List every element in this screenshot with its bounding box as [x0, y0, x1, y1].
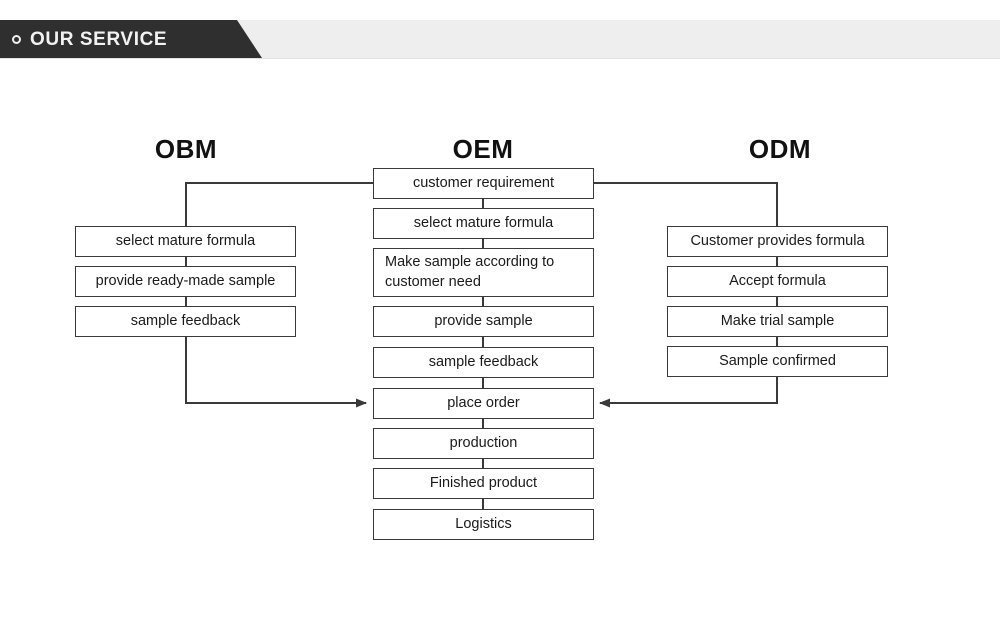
column-title-oem: OEM: [452, 134, 514, 164]
oem-box-make-sample-according-to-customer-need: Make sample according to customer need: [373, 248, 594, 297]
odm-box-customer-provides-formula: Customer provides formula: [667, 226, 888, 257]
obm-box-provide-ready-made-sample: provide ready-made sample: [75, 266, 296, 297]
odm-box-make-trial-sample: Make trial sample: [667, 306, 888, 337]
box-label: place order: [447, 394, 520, 411]
column-title-odm: ODM: [748, 134, 812, 164]
box-label: Finished product: [429, 474, 538, 491]
oem-box-finished-product: Finished product: [373, 468, 594, 499]
box-label: sample feedback: [428, 353, 539, 370]
box-label: Make trial sample: [720, 312, 835, 329]
oem-box-provide-sample: provide sample: [373, 306, 594, 337]
box-label: Make sample according to customer need: [385, 254, 555, 290]
box-label: provide sample: [434, 312, 533, 329]
box-label: production: [449, 434, 518, 451]
box-label: provide ready-made sample: [95, 272, 276, 289]
box-label: customer requirement: [412, 174, 555, 191]
page-title: OUR SERVICE: [30, 28, 168, 50]
oem-box-place-order: place order: [373, 388, 594, 419]
box-label: Customer provides formula: [690, 232, 865, 249]
box-label: Logistics: [455, 515, 512, 532]
circle-outline-icon: [12, 34, 21, 44]
oem-box-customer-requirement: customer requirement: [373, 168, 594, 199]
header-tab: OUR SERVICE: [0, 20, 262, 58]
oem-box-production: production: [373, 428, 594, 459]
odm-box-accept-formula: Accept formula: [667, 266, 888, 297]
header-divider: [0, 58, 1000, 59]
oem-box-sample-feedback: sample feedback: [373, 347, 594, 378]
column-title-obm: OBM: [154, 134, 218, 164]
box-label: select mature formula: [115, 232, 256, 249]
oem-box-logistics: Logistics: [373, 509, 594, 540]
box-label: Accept formula: [729, 272, 826, 289]
page-header: OUR SERVICE: [0, 20, 1000, 58]
box-label: sample feedback: [130, 312, 241, 329]
odm-box-sample-confirmed: Sample confirmed: [667, 346, 888, 377]
obm-box-sample-feedback: sample feedback: [75, 306, 296, 337]
oem-box-select-mature-formula: select mature formula: [373, 208, 594, 239]
box-label: Sample confirmed: [719, 352, 836, 369]
box-label: select mature formula: [413, 214, 554, 231]
obm-box-select-mature-formula: select mature formula: [75, 226, 296, 257]
